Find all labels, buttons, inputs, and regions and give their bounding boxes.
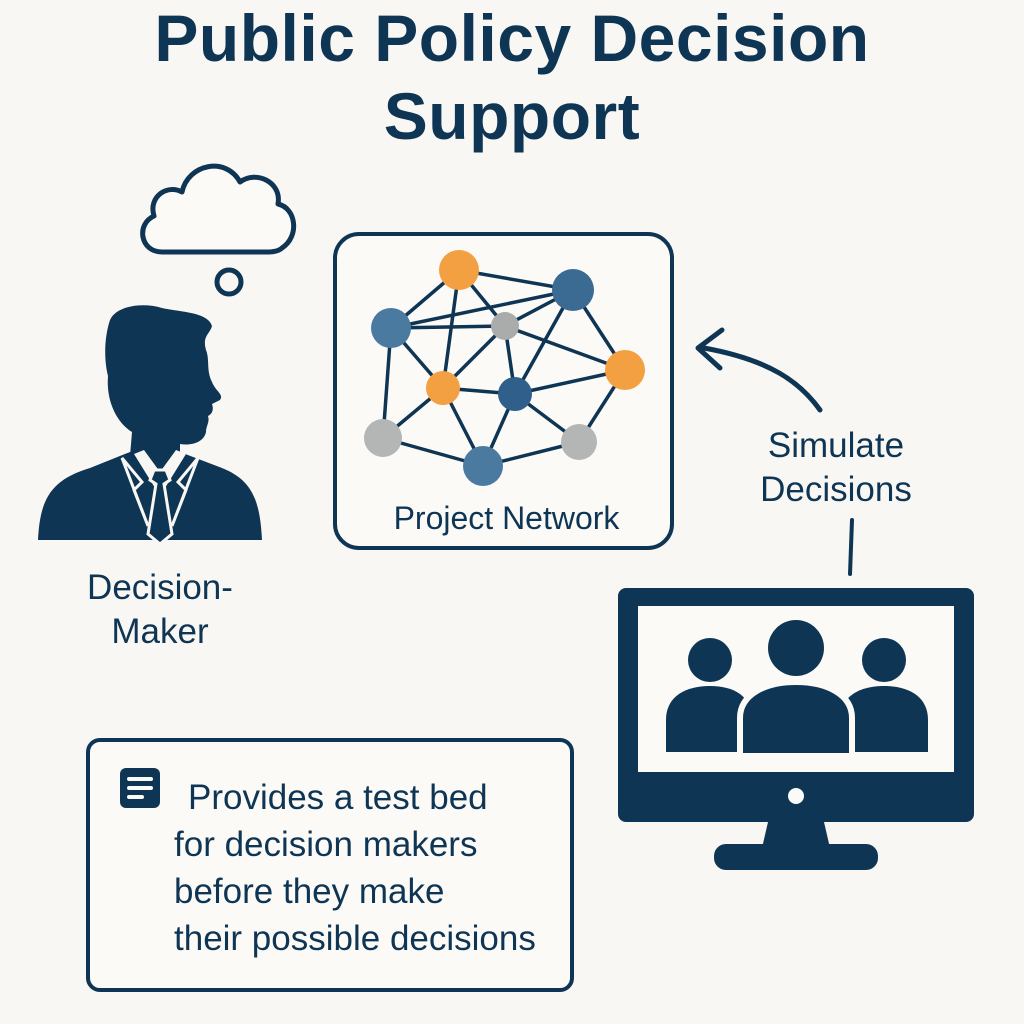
note-line: their possible decisions: [174, 919, 536, 958]
simulate-decisions-label: Simulate Decisions: [736, 424, 936, 512]
project-network-panel: [333, 232, 674, 550]
network-node: [364, 419, 402, 457]
title-line-2: Support: [383, 79, 641, 153]
arrow-icon: [695, 327, 823, 413]
network-node: [498, 377, 532, 411]
project-network-label: Project Network: [393, 500, 620, 536]
network-node: [491, 312, 519, 340]
note-panel: [86, 738, 574, 992]
simulate-label-line-1: Simulate: [767, 426, 905, 465]
network-node: [426, 371, 460, 405]
thought-cloud-icon: [140, 163, 297, 297]
simulate-label-line-2: Decisions: [760, 470, 912, 509]
network-node: [463, 446, 503, 486]
network-node: [371, 308, 411, 348]
network-node: [552, 269, 594, 311]
title-line-1: Public Policy Decision: [154, 1, 870, 75]
decision-maker-label: Decision- Maker: [60, 566, 260, 654]
document-icon: [120, 768, 160, 808]
people-group-icon: [666, 620, 928, 760]
network-node: [605, 350, 645, 390]
decision-maker-label-line-1: Decision-: [87, 568, 233, 607]
person-silhouette-icon: [38, 305, 262, 546]
network-node: [561, 424, 597, 460]
network-graph-icon: [364, 250, 645, 486]
note-line: Provides a test bed: [188, 778, 488, 817]
monitor-icon: [618, 588, 974, 870]
connector-line: [848, 518, 854, 576]
network-node: [439, 250, 479, 290]
note-line: before they make: [174, 872, 445, 911]
decision-maker-label-line-2: Maker: [111, 612, 209, 651]
note-text: Provides a test bed for decision makers …: [174, 774, 574, 962]
note-line: for decision makers: [174, 825, 478, 864]
